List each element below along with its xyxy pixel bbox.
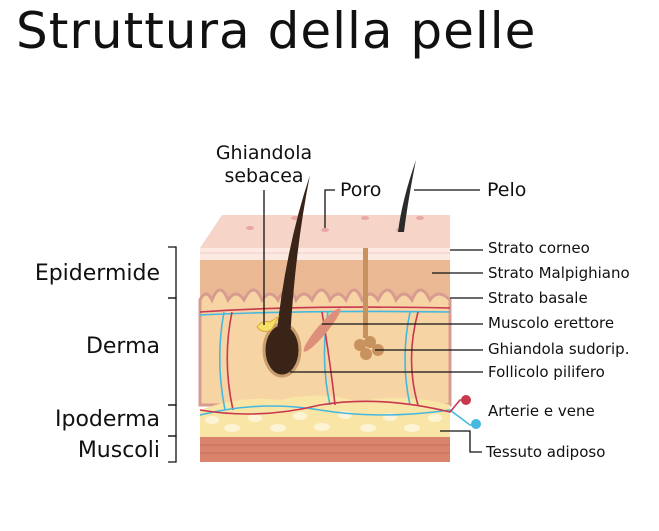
- label-follicolo-pilifero: Follicolo pilifero: [488, 363, 605, 381]
- muscle-layer: [200, 437, 450, 462]
- label-strato-basale: Strato basale: [488, 289, 588, 307]
- label-strato-malpighiano: Strato Malpighiano: [488, 264, 630, 282]
- layer-brackets: [168, 246, 177, 463]
- sweat-duct: [363, 248, 368, 338]
- label-ghiandola-sudoripara: Ghiandola sudorip.: [488, 340, 629, 358]
- label-pelo: Pelo: [487, 179, 526, 201]
- label-gland-line1: Ghiandola: [216, 142, 312, 164]
- diagram-title: Struttura della pelle: [16, 2, 537, 60]
- erector-muscle: [303, 308, 341, 352]
- label-strato-corneo: Strato corneo: [488, 239, 590, 257]
- hair-surface: [398, 160, 416, 232]
- vein-marker: [471, 419, 481, 429]
- label-gland-line2: sebacea: [224, 165, 303, 187]
- sweat-gland: [354, 336, 384, 360]
- label-muscoli: Muscoli: [78, 438, 160, 463]
- artery-marker: [461, 395, 471, 405]
- sebaceous-gland: [256, 315, 280, 333]
- label-epidermide: Epidermide: [35, 261, 160, 286]
- label-tessuto-adiposo: Tessuto adiposo: [485, 443, 605, 461]
- hair-shaft: [276, 175, 310, 340]
- label-poro: Poro: [340, 179, 381, 201]
- label-derma: Derma: [86, 334, 160, 359]
- leader-lines: [263, 189, 483, 453]
- stratum-corneum: [200, 248, 450, 260]
- skin-illustration: [198, 160, 481, 462]
- label-arterie-vene: Arterie e vene: [488, 402, 595, 420]
- label-ipoderma: Ipoderma: [55, 407, 160, 432]
- label-muscolo-erettore: Muscolo erettore: [488, 314, 614, 332]
